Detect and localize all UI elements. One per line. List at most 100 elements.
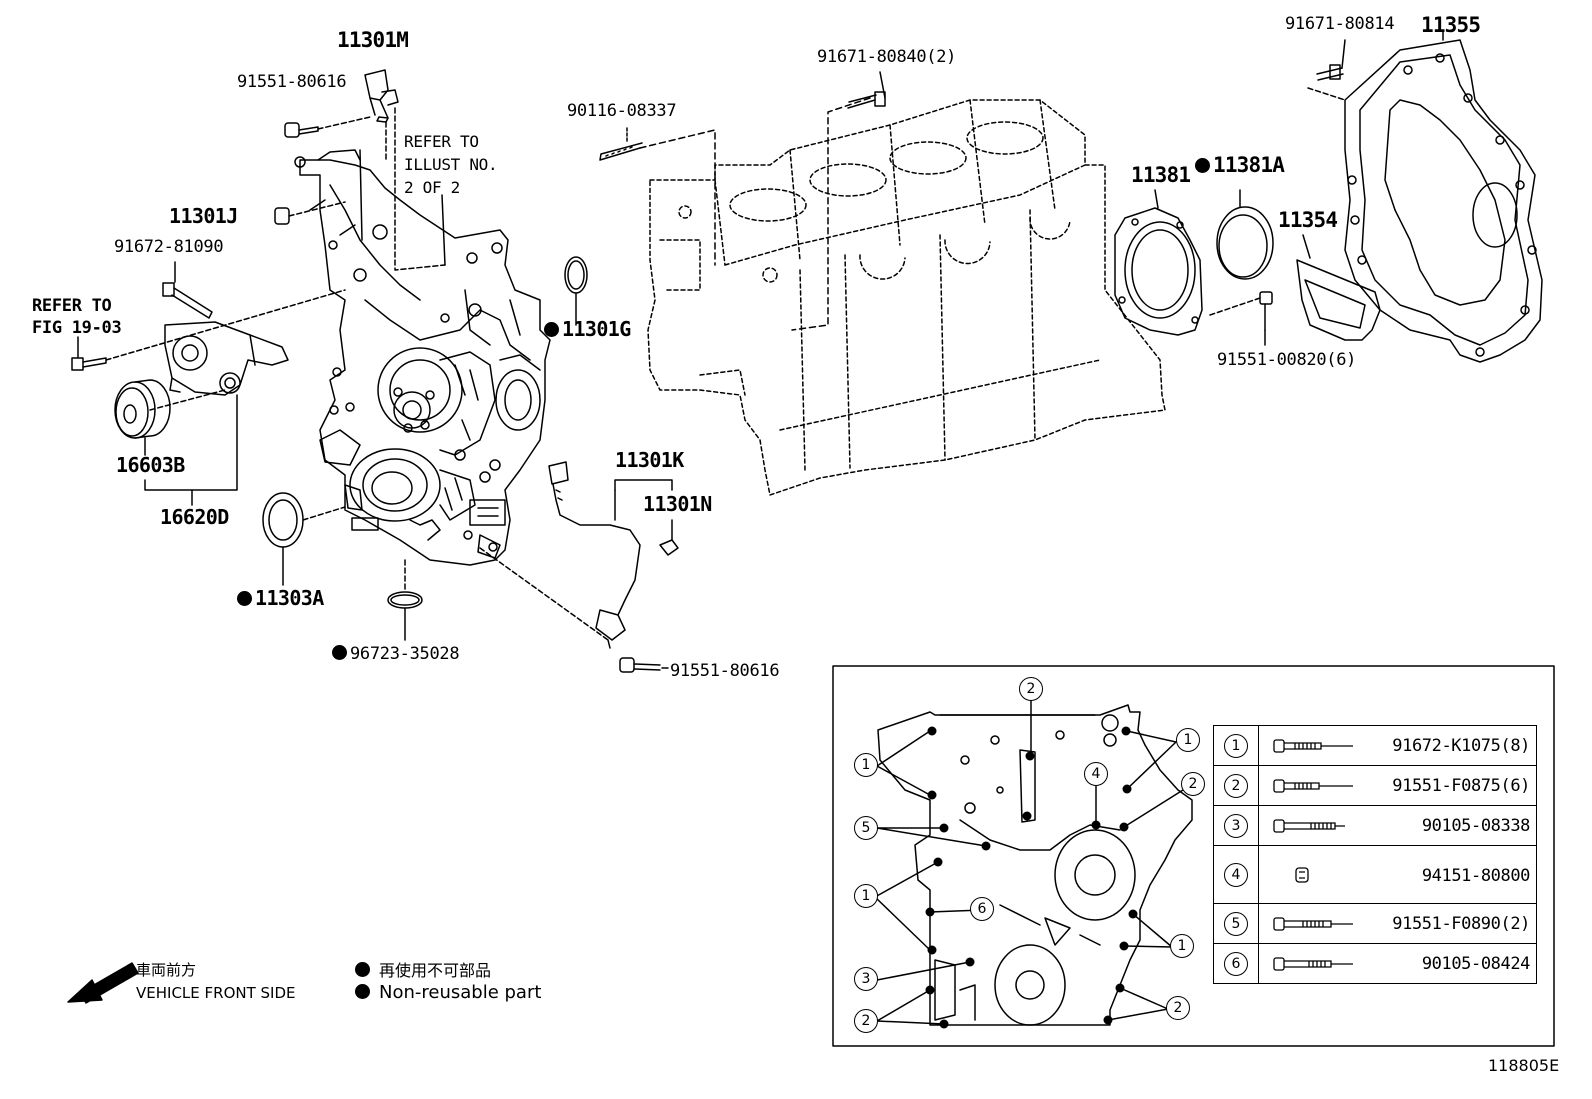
oil-seal-11381A xyxy=(1216,189,1274,280)
label-11381A-text: 11381A xyxy=(1213,153,1285,177)
dash-refer-fig xyxy=(105,289,346,361)
timing-chain-cover xyxy=(294,149,551,566)
plug-11301N xyxy=(659,519,679,556)
label-16620D: 16620D xyxy=(160,505,229,529)
callout-5: 5 xyxy=(854,816,878,840)
pulley-16603B xyxy=(114,379,171,439)
label-11301M: 11301M xyxy=(337,28,409,52)
illustration-id: 118805E xyxy=(1488,1056,1560,1075)
non-reusable-dot xyxy=(544,322,559,337)
refer-fig-line-1: REFER TO xyxy=(32,296,112,316)
bolt-icon xyxy=(1273,917,1353,931)
label-11301N: 11301N xyxy=(643,492,712,516)
label-11301G-text: 11301G xyxy=(562,317,631,341)
label-91551-80616-top: 91551-80616 xyxy=(237,72,347,92)
table-row: 3 90105-08338 xyxy=(1213,805,1537,846)
callout-6: 6 xyxy=(970,897,994,921)
cylinder-bores xyxy=(659,121,1071,396)
part-number: 91551-F0875(6) xyxy=(1392,776,1530,796)
label-96723-35028: 96723-35028 xyxy=(332,644,460,664)
table-row: 6 90105-08424 xyxy=(1213,943,1537,984)
refer-illust-line-2: ILLUST NO. xyxy=(404,155,498,174)
cylinder-block-outline xyxy=(647,99,1166,496)
part-number: 90105-08338 xyxy=(1421,816,1531,836)
bolt-reference-table: 1 91672-K1075(8) 2 91551-F0875(6) 3 9010… xyxy=(1213,725,1537,984)
part-number: 90105-08424 xyxy=(1421,954,1531,974)
part-number: 91672-K1075(8) xyxy=(1392,736,1530,756)
legend-nonreuse-jp-text: 再使用不可部品 xyxy=(379,961,492,980)
nut-icon xyxy=(1295,867,1309,883)
legend-nonreuse-en-text: Non-reusable part xyxy=(379,982,542,1003)
refer-fig-note: REFER TO FIG 19-03 xyxy=(32,295,122,339)
legend-front-jp: 車両前方 xyxy=(136,961,197,979)
table-row: 4 94151-80800 xyxy=(1213,845,1537,904)
bolt-icon xyxy=(1273,779,1353,793)
label-96723-text: 96723-35028 xyxy=(350,644,460,664)
table-num: 6 xyxy=(1224,951,1248,976)
refer-illust-note: REFER TO ILLUST NO. 2 OF 2 xyxy=(404,130,498,199)
label-91671-80814: 91671-80814 xyxy=(1285,14,1395,34)
bolt-icon xyxy=(1273,957,1353,971)
bolt-91551-00820 xyxy=(1209,291,1273,346)
callout-2-top: 2 xyxy=(1019,677,1043,701)
oil-seal-11303A xyxy=(262,492,346,586)
legend-front-en: VEHICLE FRONT SIDE xyxy=(136,984,296,1002)
label-11301K: 11301K xyxy=(615,448,684,472)
tensioner-16620D xyxy=(164,321,289,396)
inset-frame xyxy=(832,665,1555,1047)
callout-1-left-upper: 1 xyxy=(854,753,878,777)
stud-90116-08337 xyxy=(599,127,643,161)
label-11354: 11354 xyxy=(1278,208,1338,232)
table-num: 2 xyxy=(1224,773,1248,798)
legend-nonreuse-jp: 再使用不可部品 xyxy=(355,957,491,981)
part-number: 94151-80800 xyxy=(1421,866,1531,886)
refer-leader xyxy=(441,194,446,266)
callout-2-right-lower: 2 xyxy=(1166,996,1190,1020)
dash-sensor-K xyxy=(479,547,609,641)
o-ring-96723 xyxy=(387,559,423,641)
refer-fig-line-2: FIG 19-03 xyxy=(32,318,122,338)
callout-1-right-upper: 1 xyxy=(1176,728,1200,752)
non-reusable-dot xyxy=(1195,158,1210,173)
refer-illust-line-1: REFER TO xyxy=(404,132,479,151)
legend-dot xyxy=(355,984,370,999)
label-16603B: 16603B xyxy=(116,453,185,477)
bolt-91671-80814 xyxy=(1307,39,1346,101)
inset-cover-outline xyxy=(877,704,1193,1026)
front-arrow xyxy=(67,962,139,1004)
bolt-91671-80840 xyxy=(847,71,886,109)
label-91551-00820: 91551-00820(6) xyxy=(1217,350,1357,370)
label-91551-80616-bottom: 91551-80616 xyxy=(670,661,780,681)
callout-1-right-lower: 1 xyxy=(1170,934,1194,958)
refer-frame xyxy=(394,107,446,271)
bracket-16620D xyxy=(144,394,238,491)
inset-leader-lines xyxy=(874,699,1184,1025)
label-11303A-text: 11303A xyxy=(255,586,324,610)
table-num: 5 xyxy=(1224,911,1248,936)
table-num: 3 xyxy=(1224,813,1248,838)
label-11381A: 11381A xyxy=(1195,153,1285,177)
sensor-11301M xyxy=(364,69,399,161)
plug-11301J xyxy=(274,201,346,225)
callout-3: 3 xyxy=(854,967,878,991)
label-11355: 11355 xyxy=(1421,13,1481,37)
table-row: 2 91551-F0875(6) xyxy=(1213,765,1537,806)
table-row: 1 91672-K1075(8) xyxy=(1213,725,1537,766)
part-number: 91551-F0890(2) xyxy=(1392,914,1530,934)
bolt-91672-81090 xyxy=(162,282,213,319)
bolt-91551-80616-top xyxy=(284,116,371,138)
label-11301J: 11301J xyxy=(169,204,238,228)
table-num: 1 xyxy=(1224,733,1248,758)
refer-illust-line-3: 2 OF 2 xyxy=(404,178,460,197)
bolt-refer-fig xyxy=(71,357,107,371)
label-11303A: 11303A xyxy=(237,588,324,608)
crank-seal-bore xyxy=(349,448,476,522)
label-91671-80840: 91671-80840(2) xyxy=(817,47,957,67)
legend-dot xyxy=(355,962,370,977)
callout-2-left-lower: 2 xyxy=(854,1009,878,1033)
bracket-11301K xyxy=(614,479,673,491)
sensor-11301K xyxy=(548,461,661,673)
gasket-11301G xyxy=(564,256,588,326)
